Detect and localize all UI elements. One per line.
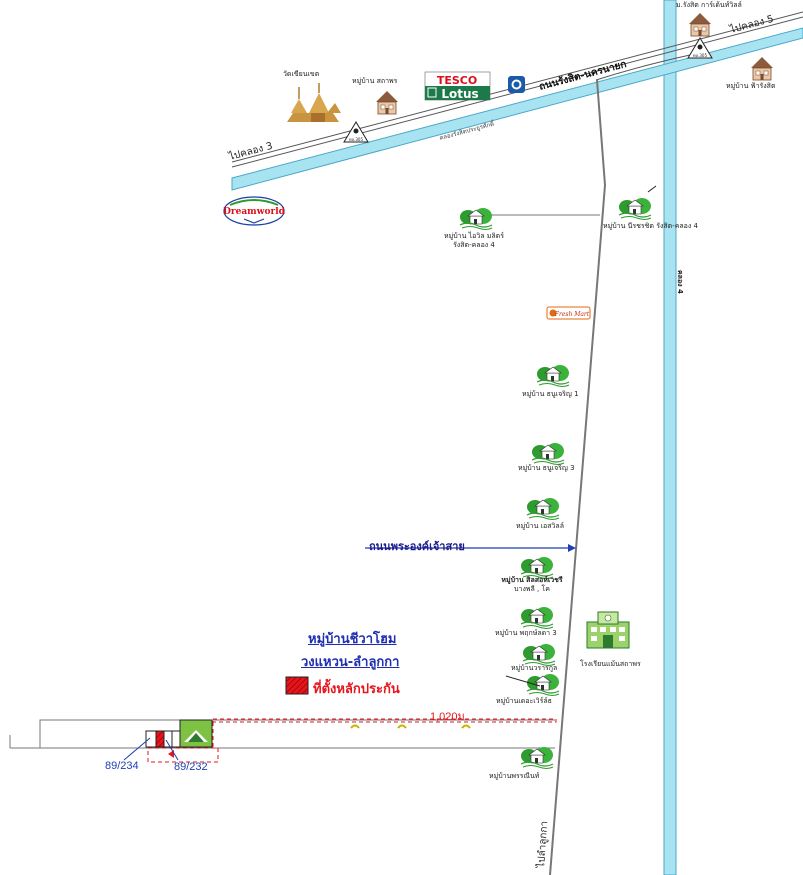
temple-icon [287, 83, 341, 122]
tesco-lotus-logo: TESCO Lotus [424, 71, 491, 101]
village-icon-3 [536, 364, 570, 388]
village-icon-2 [618, 197, 652, 221]
village-icon-5 [526, 497, 560, 521]
village-label-6-line2: บางพลี , โค [514, 584, 550, 593]
tesco-text: TESCO [437, 74, 477, 87]
village-leader-2 [647, 185, 657, 193]
school-label: โรงเรียนแม้นสถาพร [580, 660, 641, 668]
village-label-4: หมู่บ้าน ธนูเจริญ 3 [518, 464, 575, 472]
khlong4-canal [663, 0, 677, 875]
khlong4-label: คลอง 4 [676, 270, 684, 294]
cross-road-arrow [365, 544, 576, 552]
village-icon-7 [520, 606, 554, 630]
village-icon-8 [522, 643, 556, 667]
village-leader [505, 675, 541, 687]
legend-swatch [285, 676, 309, 695]
grocery-text: Fresh Mart [554, 311, 590, 318]
project-title-line2: วงแหวน-ลำลูกกา [301, 655, 400, 670]
house-icon-fah-rangsit [750, 56, 774, 81]
village-icon-4 [531, 442, 565, 466]
lotus-text: Lotus [441, 87, 478, 101]
rangsit-canal [231, 27, 803, 191]
school-icon [586, 611, 630, 649]
village-label-fah-rangsit: หมู่บ้าน ฟ้ารังสิต [726, 82, 776, 90]
to-khlong5-label: ไปคลอง 5 [728, 13, 775, 36]
village-label-9: หมู่บ้านเดอะเวิร์ล์ธ [496, 697, 552, 705]
soi-road [9, 719, 555, 749]
grocery-logo: Fresh Mart [546, 306, 591, 320]
village-icon-1 [459, 207, 493, 231]
lot-label-right: 89/232 [174, 761, 208, 773]
village-label-8: หมู่บ้านวรารกูล [511, 664, 558, 672]
lamlukka-road [549, 79, 607, 875]
village-label-6-line1: หมู่บ้าน สิลสอห์เวชรี [501, 576, 563, 584]
dreamworld-text: Dreamworld [223, 207, 286, 217]
shield-number-right: ทล.305 [693, 53, 707, 58]
village-label-3: หมู่บ้าน ธนูเจริญ 1 [522, 390, 579, 398]
temple-label: วัดเขียนเขต [283, 70, 320, 78]
house-icon-rangsit-garden [688, 12, 712, 37]
shield-number-left: ทล.305 [349, 137, 363, 142]
distance-label: 1,020ม. [430, 711, 468, 723]
village-label-1: หมู่บ้าน ไอวิล มลิตร์ รังสิต-คลอง 4 [419, 232, 529, 250]
village-label-2: หมู่บ้าน นีรชรชิต รังสิต-คลอง 4 [603, 222, 698, 230]
village-label-1-line1: หมู่บ้าน ไอวิล มลิตร์ [444, 232, 504, 240]
project-title-line1: หมู่บ้านชีวาโฮม [308, 632, 397, 647]
house-icon-sataporn [375, 90, 399, 115]
village-label-1-line2: รังสิต-คลอง 4 [453, 240, 495, 249]
village-label-6: หมู่บ้าน สิลสอห์เวชรี บางพลี , โค [477, 576, 587, 594]
lot-leader-left [123, 737, 151, 761]
village-label-7: หมู่บ้าน พฤกษ์ลดา 3 [495, 629, 557, 637]
legend-label: ที่ตั้งหลักประกัน [313, 682, 400, 697]
lot-label-left: 89/234 [105, 760, 139, 772]
to-lamlukka-label: ไปลำลูกกา [535, 821, 550, 870]
property-plots [145, 719, 213, 748]
cross-road-label: ถนนพระองค์เจ้าสาย [369, 540, 465, 553]
village-label-rangsit-garden: ม.รังสิต การ์เด้นท์วิลล์ [676, 1, 742, 9]
village-label-sataporn: หมู่บ้าน สถาพร [352, 77, 398, 85]
to-khlong3-label: ไปคลอง 3 [227, 140, 274, 163]
village-icon-9 [526, 673, 560, 697]
distance-indicator [147, 718, 557, 763]
bank-logo [508, 76, 525, 93]
village-icon-10 [520, 746, 554, 770]
dreamworld-logo: Dreamworld [223, 196, 286, 226]
lot-leader-right [165, 739, 179, 761]
village-label-5: หมู่บ้าน เอสวิลล์ [516, 522, 564, 530]
village-label-10: หมู่บ้านพรรณีนท์ [489, 772, 540, 780]
